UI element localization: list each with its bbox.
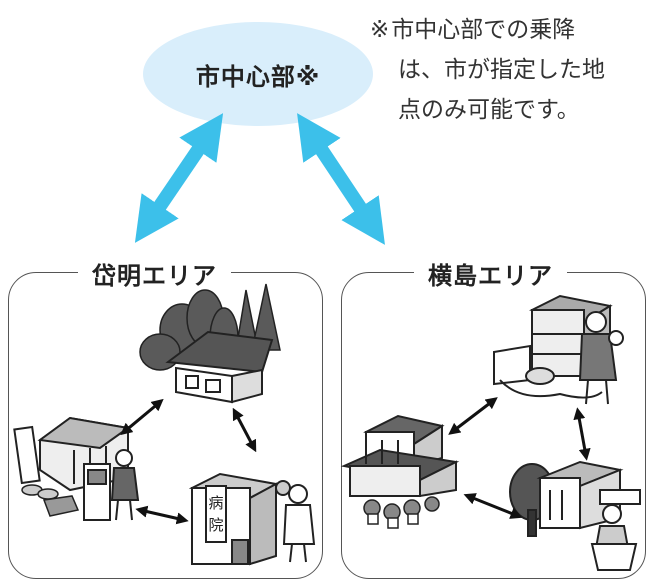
note-mark: ※ (370, 17, 390, 43)
hospital-sign-char-1: 病 (208, 494, 223, 512)
link-arrow-shop-school-icon (463, 493, 523, 519)
link-arrow-house-bank-icon (120, 398, 164, 436)
vendor-icon (590, 504, 638, 571)
boarding-note: ※市中心部での乗降 は、市が指定した地 点のみ可能です。 (370, 10, 650, 130)
area-title-taimei: 岱明エリア (78, 256, 231, 291)
note-line-2: は、市が指定した地 (398, 57, 605, 83)
doctor-icon (275, 480, 316, 563)
family-icon (578, 311, 624, 405)
link-arrow-shop-market-icon (448, 397, 498, 435)
person-icon (110, 449, 140, 521)
arrow-taimei-to-center-icon (134, 113, 224, 243)
school-icon (509, 460, 641, 537)
area-title-yokoshima: 横島エリア (414, 256, 567, 291)
city-center-label: 市中心部※ (195, 62, 321, 91)
link-arrow-bank-hospital-icon (135, 505, 189, 525)
note-line-1: ※市中心部での乗降 (370, 17, 576, 43)
link-arrow-house-hospital-icon (232, 407, 257, 453)
money-icon (21, 484, 80, 517)
shop-icon (340, 414, 460, 498)
hospital-sign-char-2: 院 (208, 516, 223, 534)
flowers-icon (363, 496, 440, 529)
note-line-3: 点のみ可能です。 (398, 97, 580, 123)
city-center-bubble: 市中心部※ (143, 22, 373, 126)
arrow-yokoshima-to-center-icon (297, 113, 385, 245)
atm-icon (83, 463, 111, 521)
link-arrow-market-school-icon (573, 407, 591, 461)
hospital-icon: 病 院 (188, 472, 280, 566)
house-icon (165, 330, 274, 404)
